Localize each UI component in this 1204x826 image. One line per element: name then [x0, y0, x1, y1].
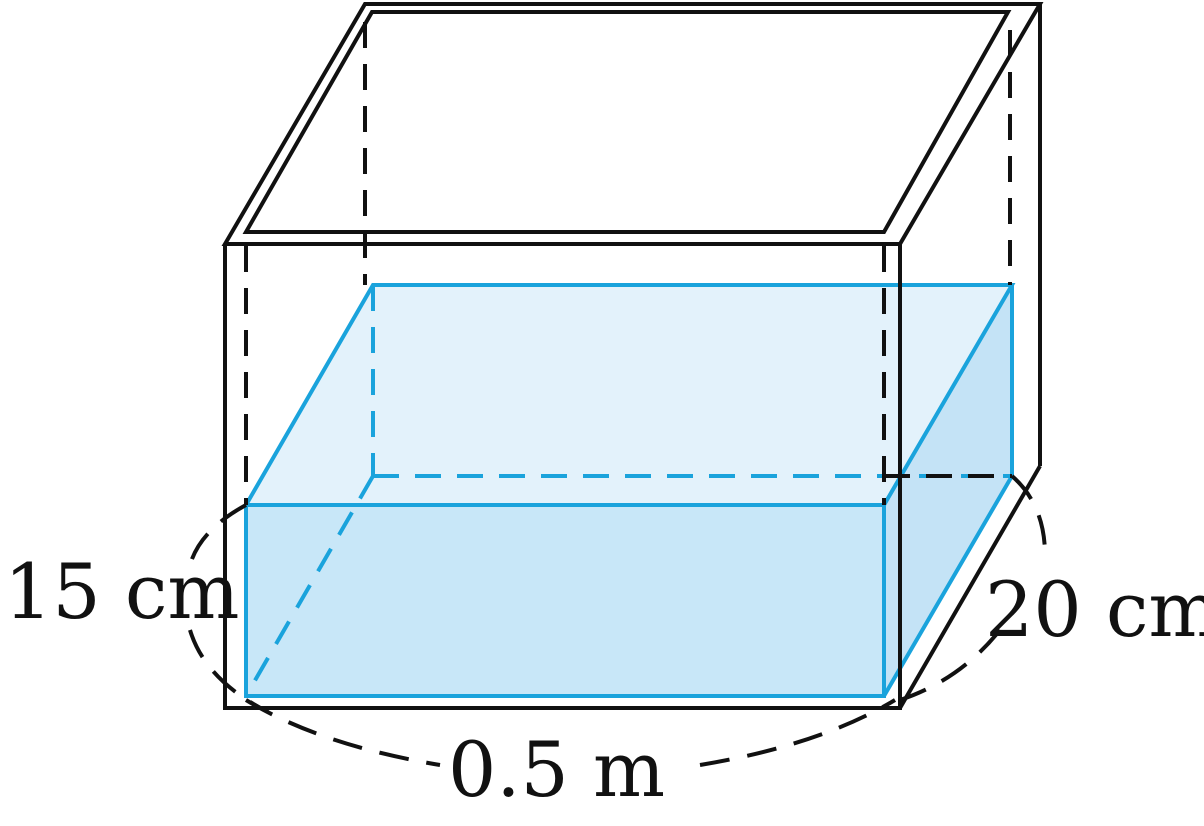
length-arc-left: [244, 698, 441, 767]
water-side-face: [884, 285, 1012, 696]
height-label: 15 cm: [4, 547, 240, 636]
dimension-arcs: [188, 474, 1047, 767]
tank: [221, 2, 1044, 710]
depth-arc-lower: [899, 628, 1002, 702]
length-arc-right: [699, 698, 897, 767]
water-hidden-diagonal: [244, 475, 375, 697]
depth-arc-upper: [1010, 474, 1047, 556]
length-label: 0.5 m: [448, 725, 665, 814]
depth-label: 20 cm: [985, 565, 1204, 654]
tank-inner-rim: [242, 10, 1012, 234]
tank-front-face: [223, 244, 902, 710]
water-front-outline: [244, 505, 886, 698]
tank-bottom-right-edge: [898, 464, 1042, 710]
height-arc: [188, 503, 247, 566]
water-front-face: [246, 505, 884, 696]
tank-outer-rim: [221, 2, 1044, 246]
water-surface: [246, 285, 1012, 505]
water: [244, 283, 1016, 698]
